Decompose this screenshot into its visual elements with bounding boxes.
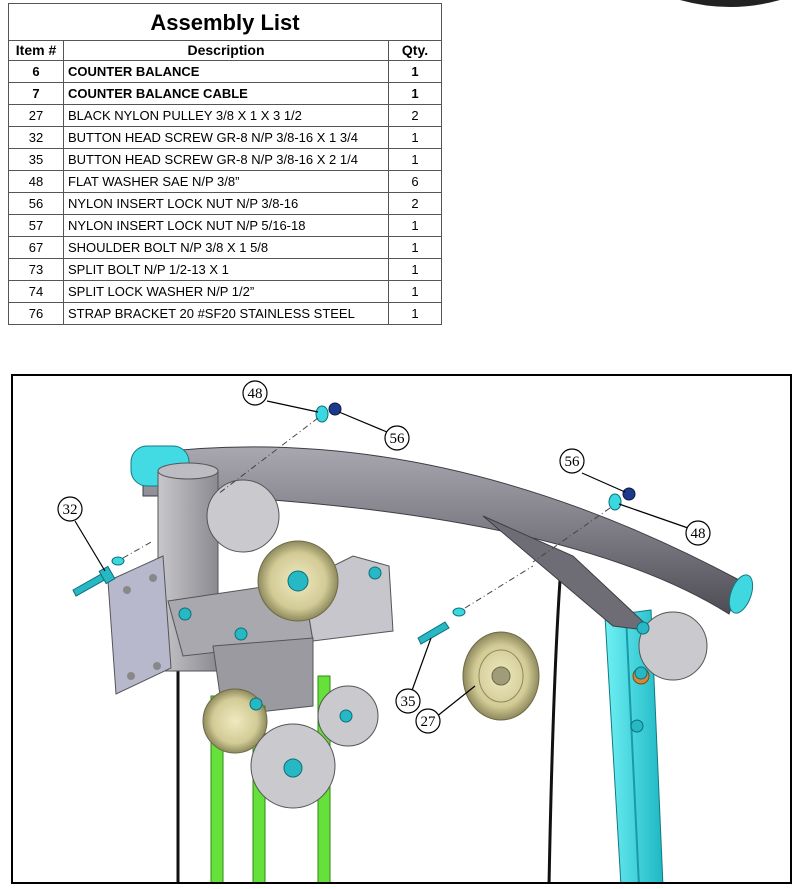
cell-item: 48 xyxy=(8,170,64,193)
header-qty: Qty. xyxy=(388,40,442,61)
callout-35: 35 xyxy=(395,688,421,714)
cell-description: COUNTER BALANCE CABLE xyxy=(63,82,389,105)
cell-description: COUNTER BALANCE xyxy=(63,60,389,83)
callout-27-label: 27 xyxy=(421,714,437,730)
hardware xyxy=(72,402,636,645)
pulley-group xyxy=(202,479,708,809)
cell-qty: 1 xyxy=(388,60,442,83)
front-pulley-27 xyxy=(462,631,540,721)
cell-description: FLAT WASHER SAE N/P 3/8” xyxy=(63,170,389,193)
corner-shadow-shape xyxy=(680,0,780,7)
callout-48-right: 48 xyxy=(685,520,711,546)
callout-56-right: 56 xyxy=(559,448,585,474)
cell-qty: 1 xyxy=(388,82,442,105)
cell-item: 67 xyxy=(8,236,64,259)
mounting-plate xyxy=(107,555,172,695)
cell-item: 76 xyxy=(8,302,64,325)
callout-56-top-label: 56 xyxy=(390,431,406,447)
cell-item: 6 xyxy=(8,60,64,83)
cell-description: SPLIT BOLT N/P 1/2-13 X 1 xyxy=(63,258,389,281)
cell-qty: 1 xyxy=(388,148,442,171)
cell-description: SPLIT LOCK WASHER N/P 1/2” xyxy=(63,280,389,303)
cell-qty: 2 xyxy=(388,192,442,215)
cell-description: BUTTON HEAD SCREW GR-8 N/P 3/8-16 X 2 1/… xyxy=(63,148,389,171)
cell-item: 57 xyxy=(8,214,64,237)
callout-56-right-label: 56 xyxy=(565,454,581,470)
cell-description: BUTTON HEAD SCREW GR-8 N/P 3/8-16 X 1 3/… xyxy=(63,126,389,149)
cell-description: NYLON INSERT LOCK NUT N/P 5/16-18 xyxy=(63,214,389,237)
cell-description: BLACK NYLON PULLEY 3/8 X 1 X 3 1/2 xyxy=(63,104,389,127)
bracket-bolts xyxy=(178,566,650,733)
callout-48-top-label: 48 xyxy=(248,386,263,402)
callout-48-top: 48 xyxy=(242,380,268,406)
header-description: Description xyxy=(63,40,389,61)
callout-56-top: 56 xyxy=(384,425,410,451)
header-item: Item # xyxy=(8,40,64,61)
cell-qty: 1 xyxy=(388,214,442,237)
callout-27: 27 xyxy=(415,708,441,734)
callout-32: 32 xyxy=(57,496,83,522)
cell-item: 35 xyxy=(8,148,64,171)
callout-48-right-label: 48 xyxy=(691,526,706,542)
cell-item: 74 xyxy=(8,280,64,303)
cell-item: 32 xyxy=(8,126,64,149)
table-header-row: Item # Description Qty. xyxy=(8,40,442,61)
cell-item: 56 xyxy=(8,192,64,215)
table-title: Assembly List xyxy=(8,3,442,41)
callout-35-label: 35 xyxy=(401,694,416,710)
cell-description: STRAP BRACKET 20 #SF20 STAINLESS STEEL xyxy=(63,302,389,325)
cell-description: NYLON INSERT LOCK NUT N/P 3/8-16 xyxy=(63,192,389,215)
cell-item: 73 xyxy=(8,258,64,281)
cell-qty: 1 xyxy=(388,280,442,303)
cell-qty: 6 xyxy=(388,170,442,193)
assembly-lines xyxy=(122,417,611,609)
cell-qty: 2 xyxy=(388,104,442,127)
cell-qty: 1 xyxy=(388,302,442,325)
cell-item: 27 xyxy=(8,104,64,127)
cell-qty: 1 xyxy=(388,126,442,149)
cable xyxy=(176,565,563,882)
cell-qty: 1 xyxy=(388,236,442,259)
table-title-row: Assembly List xyxy=(8,3,442,41)
assembly-diagram: 48 56 32 56 48 35 27 xyxy=(11,374,792,884)
diagram-drawing: 48 56 32 56 48 35 27 xyxy=(57,380,754,882)
cell-qty: 1 xyxy=(388,258,442,281)
cell-item: 7 xyxy=(8,82,64,105)
callout-32-label: 32 xyxy=(63,502,78,518)
cell-description: SHOULDER BOLT N/P 3/8 X 1 5/8 xyxy=(63,236,389,259)
